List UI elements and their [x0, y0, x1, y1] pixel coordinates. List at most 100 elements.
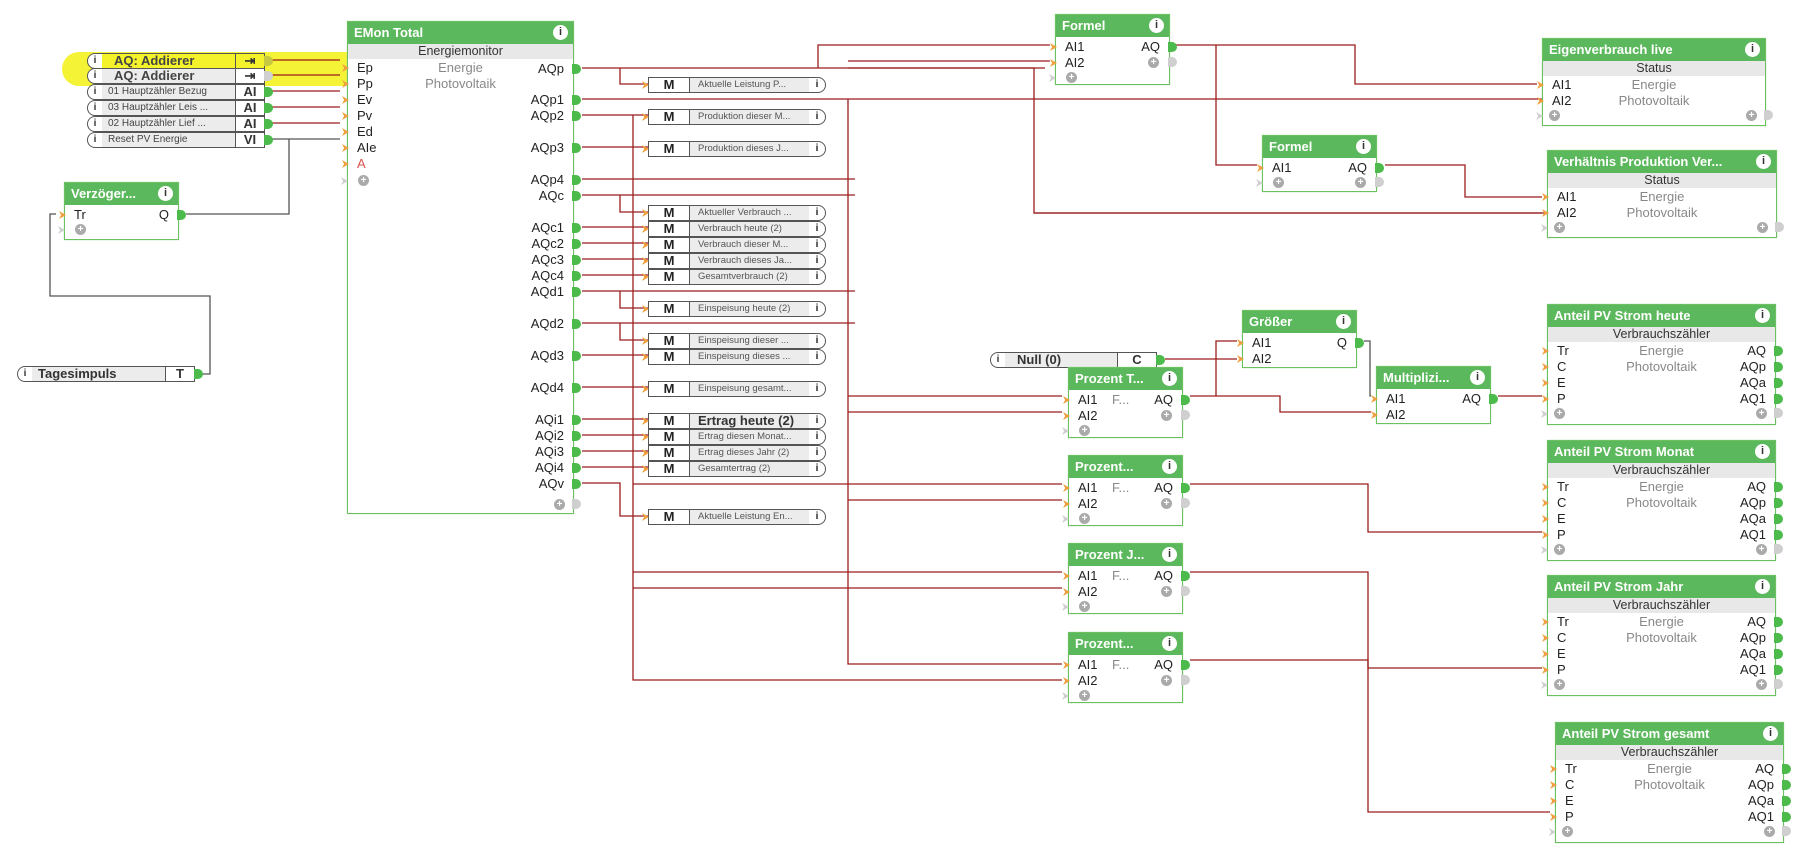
output-pin[interactable]: [1782, 826, 1791, 836]
input-pin[interactable]: [642, 305, 649, 313]
output-pin[interactable]: [572, 383, 581, 393]
block-title[interactable]: Prozent...i: [1069, 456, 1182, 478]
wire[interactable]: [1215, 340, 1237, 396]
output-pin[interactable]: [572, 431, 581, 441]
input-pin[interactable]: [1371, 411, 1378, 419]
output-pin[interactable]: [1782, 796, 1791, 806]
input-pin[interactable]: [642, 225, 649, 233]
output-pin[interactable]: [264, 119, 273, 129]
info-icon[interactable]: i: [815, 79, 819, 90]
output-pin[interactable]: [572, 95, 581, 105]
wire[interactable]: [582, 482, 648, 517]
input-pin[interactable]: [642, 449, 649, 457]
wire[interactable]: [1215, 45, 1257, 166]
info-icon[interactable]: i: [815, 415, 819, 426]
input-pin[interactable]: [1063, 588, 1070, 596]
output-pin[interactable]: [572, 319, 581, 329]
info-icon[interactable]: i: [1162, 547, 1177, 562]
output-pin[interactable]: [572, 479, 581, 489]
wire[interactable]: [619, 195, 648, 213]
wire[interactable]: [1190, 571, 1542, 669]
add-port-icon[interactable]: +: [1148, 57, 1159, 68]
input-pin[interactable]: [642, 337, 649, 345]
add-port-icon[interactable]: +: [1554, 222, 1565, 233]
info-icon[interactable]: i: [93, 70, 97, 81]
input-pin[interactable]: [1542, 347, 1549, 355]
output-pin[interactable]: [264, 103, 273, 113]
add-port-icon[interactable]: +: [1554, 408, 1565, 419]
input-pin[interactable]: [342, 160, 349, 168]
output-pin[interactable]: [1181, 586, 1190, 596]
info-icon[interactable]: i: [815, 143, 819, 154]
output-pin[interactable]: [1168, 42, 1177, 52]
output-pin[interactable]: [1375, 163, 1384, 173]
output-pin[interactable]: [1156, 355, 1165, 365]
input-pin[interactable]: [1257, 164, 1264, 172]
output-pin[interactable]: [572, 111, 581, 121]
add-port-icon[interactable]: +: [1079, 513, 1090, 524]
info-icon[interactable]: i: [815, 511, 819, 522]
output-pin[interactable]: [1775, 222, 1784, 232]
bus-wire[interactable]: [632, 115, 1062, 681]
add-port-icon[interactable]: +: [1161, 410, 1172, 421]
input-pin[interactable]: [1371, 395, 1378, 403]
input-pin[interactable]: [642, 257, 649, 265]
info-icon[interactable]: i: [93, 134, 97, 145]
info-icon[interactable]: i: [1755, 579, 1770, 594]
input-pin[interactable]: [1542, 363, 1549, 371]
add-port-icon[interactable]: +: [1554, 544, 1565, 555]
wire[interactable]: [1190, 659, 1550, 813]
output-pin[interactable]: [264, 87, 273, 97]
input-pin[interactable]: [1063, 677, 1070, 685]
add-port-icon[interactable]: +: [1066, 72, 1077, 83]
info-icon[interactable]: i: [1756, 154, 1771, 169]
info-icon[interactable]: i: [1162, 459, 1177, 474]
input-pin[interactable]: [1542, 379, 1549, 387]
input-pin[interactable]: [1550, 765, 1557, 773]
add-port-icon[interactable]: +: [1161, 675, 1172, 686]
output-pin[interactable]: [1774, 617, 1783, 627]
output-pin[interactable]: [1774, 394, 1783, 404]
output-pin[interactable]: [1489, 394, 1498, 404]
input-pin[interactable]: [642, 433, 649, 441]
block-title[interactable]: Prozent...i: [1069, 633, 1182, 655]
input-pin[interactable]: [1550, 813, 1557, 821]
output-pin[interactable]: [264, 71, 273, 81]
input-pin[interactable]: [642, 209, 649, 217]
bus-wire[interactable]: [847, 99, 1062, 665]
info-icon[interactable]: i: [815, 303, 819, 314]
add-port-icon[interactable]: +: [1746, 110, 1757, 121]
output-pin[interactable]: [1774, 649, 1783, 659]
info-icon[interactable]: i: [815, 255, 819, 266]
add-port-icon[interactable]: +: [1079, 690, 1090, 701]
input-pin[interactable]: [342, 80, 349, 88]
add-port-icon[interactable]: +: [1756, 679, 1767, 690]
output-pin[interactable]: [177, 210, 186, 220]
info-icon[interactable]: i: [1336, 314, 1351, 329]
wire[interactable]: [1190, 395, 1371, 413]
input-pin[interactable]: [1542, 515, 1549, 523]
wire[interactable]: [817, 44, 1050, 68]
input-pin[interactable]: [642, 81, 649, 89]
wire[interactable]: [619, 291, 648, 309]
input-pin[interactable]: [1542, 193, 1549, 201]
